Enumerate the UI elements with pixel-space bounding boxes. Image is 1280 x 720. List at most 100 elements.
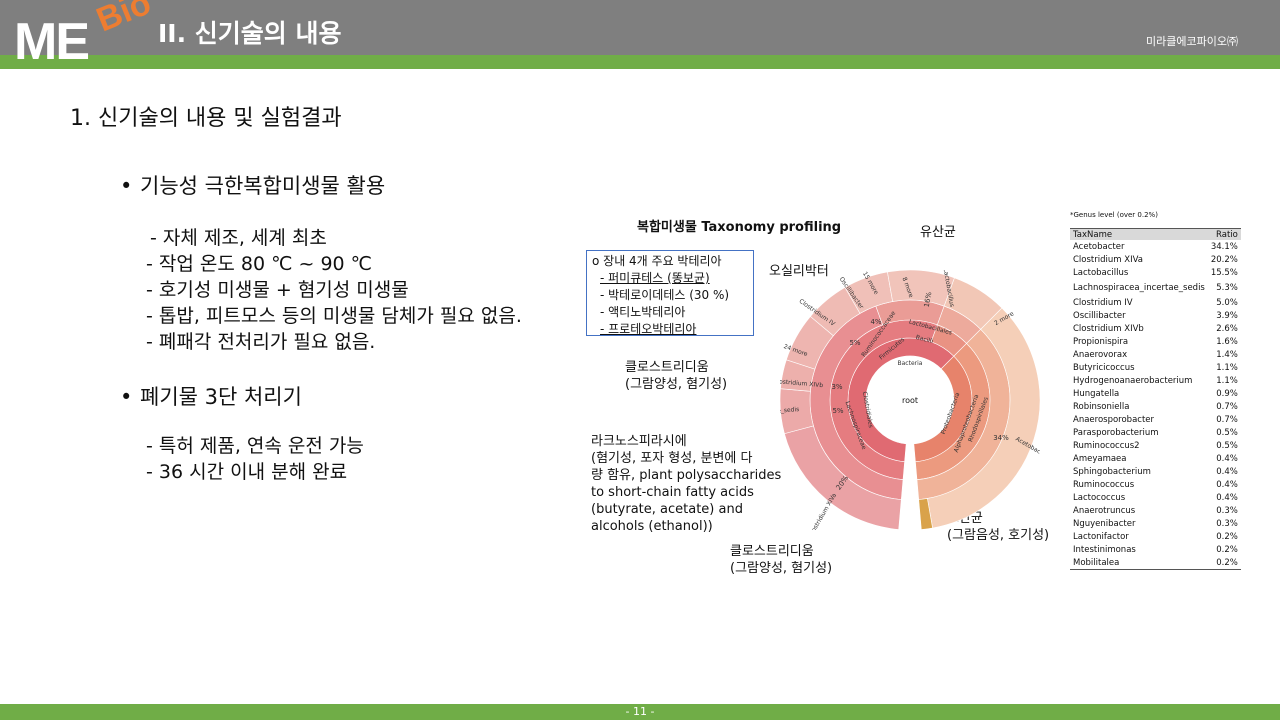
ratio-cell: 0.4% bbox=[1216, 466, 1238, 477]
legend-line: - 프로테오박테리아 bbox=[600, 322, 697, 336]
taxname-cell: Lachnospiracea_incertae_sedis bbox=[1073, 282, 1205, 293]
table-row: Ameyamaea 0.4% bbox=[1070, 452, 1241, 465]
ratio-cell: 34.1% bbox=[1210, 241, 1238, 252]
section-title: II. 신기술의 내용 bbox=[158, 19, 342, 48]
ratio-cell: 0.2% bbox=[1216, 544, 1238, 555]
ratio-cell: 0.2% bbox=[1207, 556, 1241, 570]
legend-line: o 장내 4개 주요 박테리아 bbox=[592, 254, 722, 268]
taxname-cell: Intestinimonas bbox=[1073, 544, 1136, 555]
taxname-cell: Oscillibacter bbox=[1073, 310, 1126, 321]
ratio-cell: 5.3% bbox=[1216, 282, 1238, 293]
table-row: Clostridium XIVa 20.2% bbox=[1070, 253, 1241, 266]
taxname-cell: Sphingobacterium bbox=[1073, 466, 1151, 477]
ratio-cell: 0.4% bbox=[1216, 492, 1238, 503]
ratio-cell: 20.2% bbox=[1210, 254, 1238, 265]
page-number: - 11 - bbox=[625, 705, 655, 718]
table-row: Lachnospiracea_incertae_sedis 5.3% bbox=[1070, 279, 1241, 296]
label-clostridium-xiva: Clostridium XIVa bbox=[807, 492, 838, 530]
table-header-row: TaxName Ratio bbox=[1070, 228, 1241, 240]
ratio-cell: 1.6% bbox=[1216, 336, 1238, 347]
label-lachnospiraceae-kr: 라크노스피라시에 (혐기성, 포자 형성, 분변에 다 량 함유, plant … bbox=[591, 434, 782, 534]
ring-2more bbox=[918, 498, 933, 530]
ratio-cell: 1.1% bbox=[1216, 362, 1238, 373]
list-item: - 호기성 미생물 + 혐기성 미생물 bbox=[146, 279, 409, 301]
table-row: Hydrogenoanaerobacterium 1.1% bbox=[1070, 374, 1241, 387]
taxname-cell: Clostridium IV bbox=[1073, 297, 1133, 308]
ratio-cell: 1.4% bbox=[1216, 349, 1238, 360]
table-row: Clostridium IV 5.0% bbox=[1070, 296, 1241, 309]
list-item: - 톱밥, 피트모스 등의 미생물 담체가 필요 없음. bbox=[146, 305, 522, 327]
label-lactic-acid-bacteria: 유산균 bbox=[920, 225, 956, 240]
label-pct-4: 4% bbox=[870, 318, 881, 326]
taxname-cell: Hydrogenoanaerobacterium bbox=[1073, 375, 1193, 386]
label-clostridium-2: 클로스트리디움(그람양성, 혐기성) bbox=[730, 544, 833, 576]
bullet-title: 폐기물 3단 처리기 bbox=[140, 385, 302, 409]
table-row: Clostridium XIVb 2.6% bbox=[1070, 322, 1241, 335]
taxname-cell: Clostridium XIVb bbox=[1073, 323, 1144, 334]
taxname-cell: Robinsoniella bbox=[1073, 401, 1130, 412]
legend-line: - 퍼미큐테스 (똥보균) bbox=[600, 271, 710, 285]
list-item: - 36 시간 이내 분해 완료 bbox=[146, 461, 348, 483]
taxname-cell: Acetobacter bbox=[1073, 241, 1125, 252]
table-row: Acetobacter 34.1% bbox=[1070, 240, 1241, 253]
ratio-cell: 5.0% bbox=[1216, 297, 1238, 308]
label-bacteria: Bacteria bbox=[898, 360, 923, 367]
root-circle bbox=[884, 374, 936, 426]
taxname-cell: Lactobacillus bbox=[1073, 267, 1129, 278]
label-bacilli: Bacilli bbox=[915, 334, 934, 345]
ratio-cell: 0.2% bbox=[1216, 531, 1238, 542]
table-row: Anaerotruncus 0.3% bbox=[1070, 504, 1241, 517]
ratio-cell: 0.4% bbox=[1216, 453, 1238, 464]
bullet-title: 기능성 극한복합미생물 활용 bbox=[140, 174, 386, 198]
taxname-cell: Clostridium XIVa bbox=[1073, 254, 1143, 265]
page-heading: 1. 신기술의 내용 및 실험결과 bbox=[70, 106, 342, 131]
company-name: 미라클에코파이오㈜ bbox=[1146, 35, 1238, 48]
taxname-cell: Butyricicoccus bbox=[1073, 362, 1135, 373]
bullet-3stage-processor: •폐기물 3단 처리기 bbox=[120, 381, 302, 411]
header-stripe bbox=[0, 55, 1280, 69]
ratio-cell: 2.6% bbox=[1216, 323, 1238, 334]
column-header-ratio: Ratio bbox=[1207, 228, 1241, 240]
ratio-cell: 1.1% bbox=[1216, 375, 1238, 386]
taxname-cell: Ameyamaea bbox=[1073, 453, 1127, 464]
taxname-cell: Anaerosporobacter bbox=[1073, 414, 1155, 425]
legend-line: - 액티노박테리아 bbox=[600, 305, 686, 319]
taxname-cell: Parasporobacterium bbox=[1073, 427, 1159, 438]
ratio-cell: 0.5% bbox=[1216, 440, 1238, 451]
ratio-cell: 0.3% bbox=[1216, 518, 1238, 529]
ratio-cell: 0.7% bbox=[1216, 401, 1238, 412]
table-row: Propionispira 1.6% bbox=[1070, 335, 1241, 348]
taxname-cell: Propionispira bbox=[1073, 336, 1129, 347]
header-bar bbox=[0, 0, 1280, 55]
table-row: Sphingobacterium 0.4% bbox=[1070, 465, 1241, 478]
column-header-taxname: TaxName bbox=[1070, 228, 1208, 240]
label-pct-16: 16% bbox=[923, 291, 934, 308]
ratio-cell: 0.3% bbox=[1216, 505, 1238, 516]
table-row: Intestinimonas 0.2% bbox=[1070, 543, 1241, 556]
ratio-cell: 0.7% bbox=[1216, 414, 1238, 425]
bacteria-legend-box: o 장내 4개 주요 박테리아 - 퍼미큐테스 (똥보균) - 박테로이데테스 … bbox=[586, 250, 754, 336]
table-row: Hungatella 0.9% bbox=[1070, 387, 1241, 400]
taxname-cell: Nguyenibacter bbox=[1073, 518, 1136, 529]
ratio-cell: 0.9% bbox=[1216, 388, 1238, 399]
table-note: *Genus level (over 0.2%) bbox=[1070, 211, 1158, 219]
bullet-dot: • bbox=[120, 174, 133, 198]
taxname-cell: Anaerotruncus bbox=[1073, 505, 1136, 516]
label-clostridium-1: 클로스트리디움(그람양성, 혐기성) bbox=[625, 360, 728, 392]
label-pct-5b: 5% bbox=[832, 407, 843, 415]
footer-bar bbox=[0, 704, 1280, 720]
taxname-cell: Hungatella bbox=[1073, 388, 1120, 399]
label-pct-5a: 5% bbox=[849, 339, 860, 347]
label-pct-3: 3% bbox=[831, 383, 842, 391]
legend-line: - 박테로이데테스 (30 %) bbox=[600, 288, 730, 302]
bullet2-list: - 특허 제품, 연속 운전 가능 - 36 시간 이내 분해 완료 bbox=[146, 433, 364, 485]
label-root: root bbox=[902, 396, 918, 405]
label-clostridium-xivb: Clostridium XIVb bbox=[780, 378, 824, 389]
